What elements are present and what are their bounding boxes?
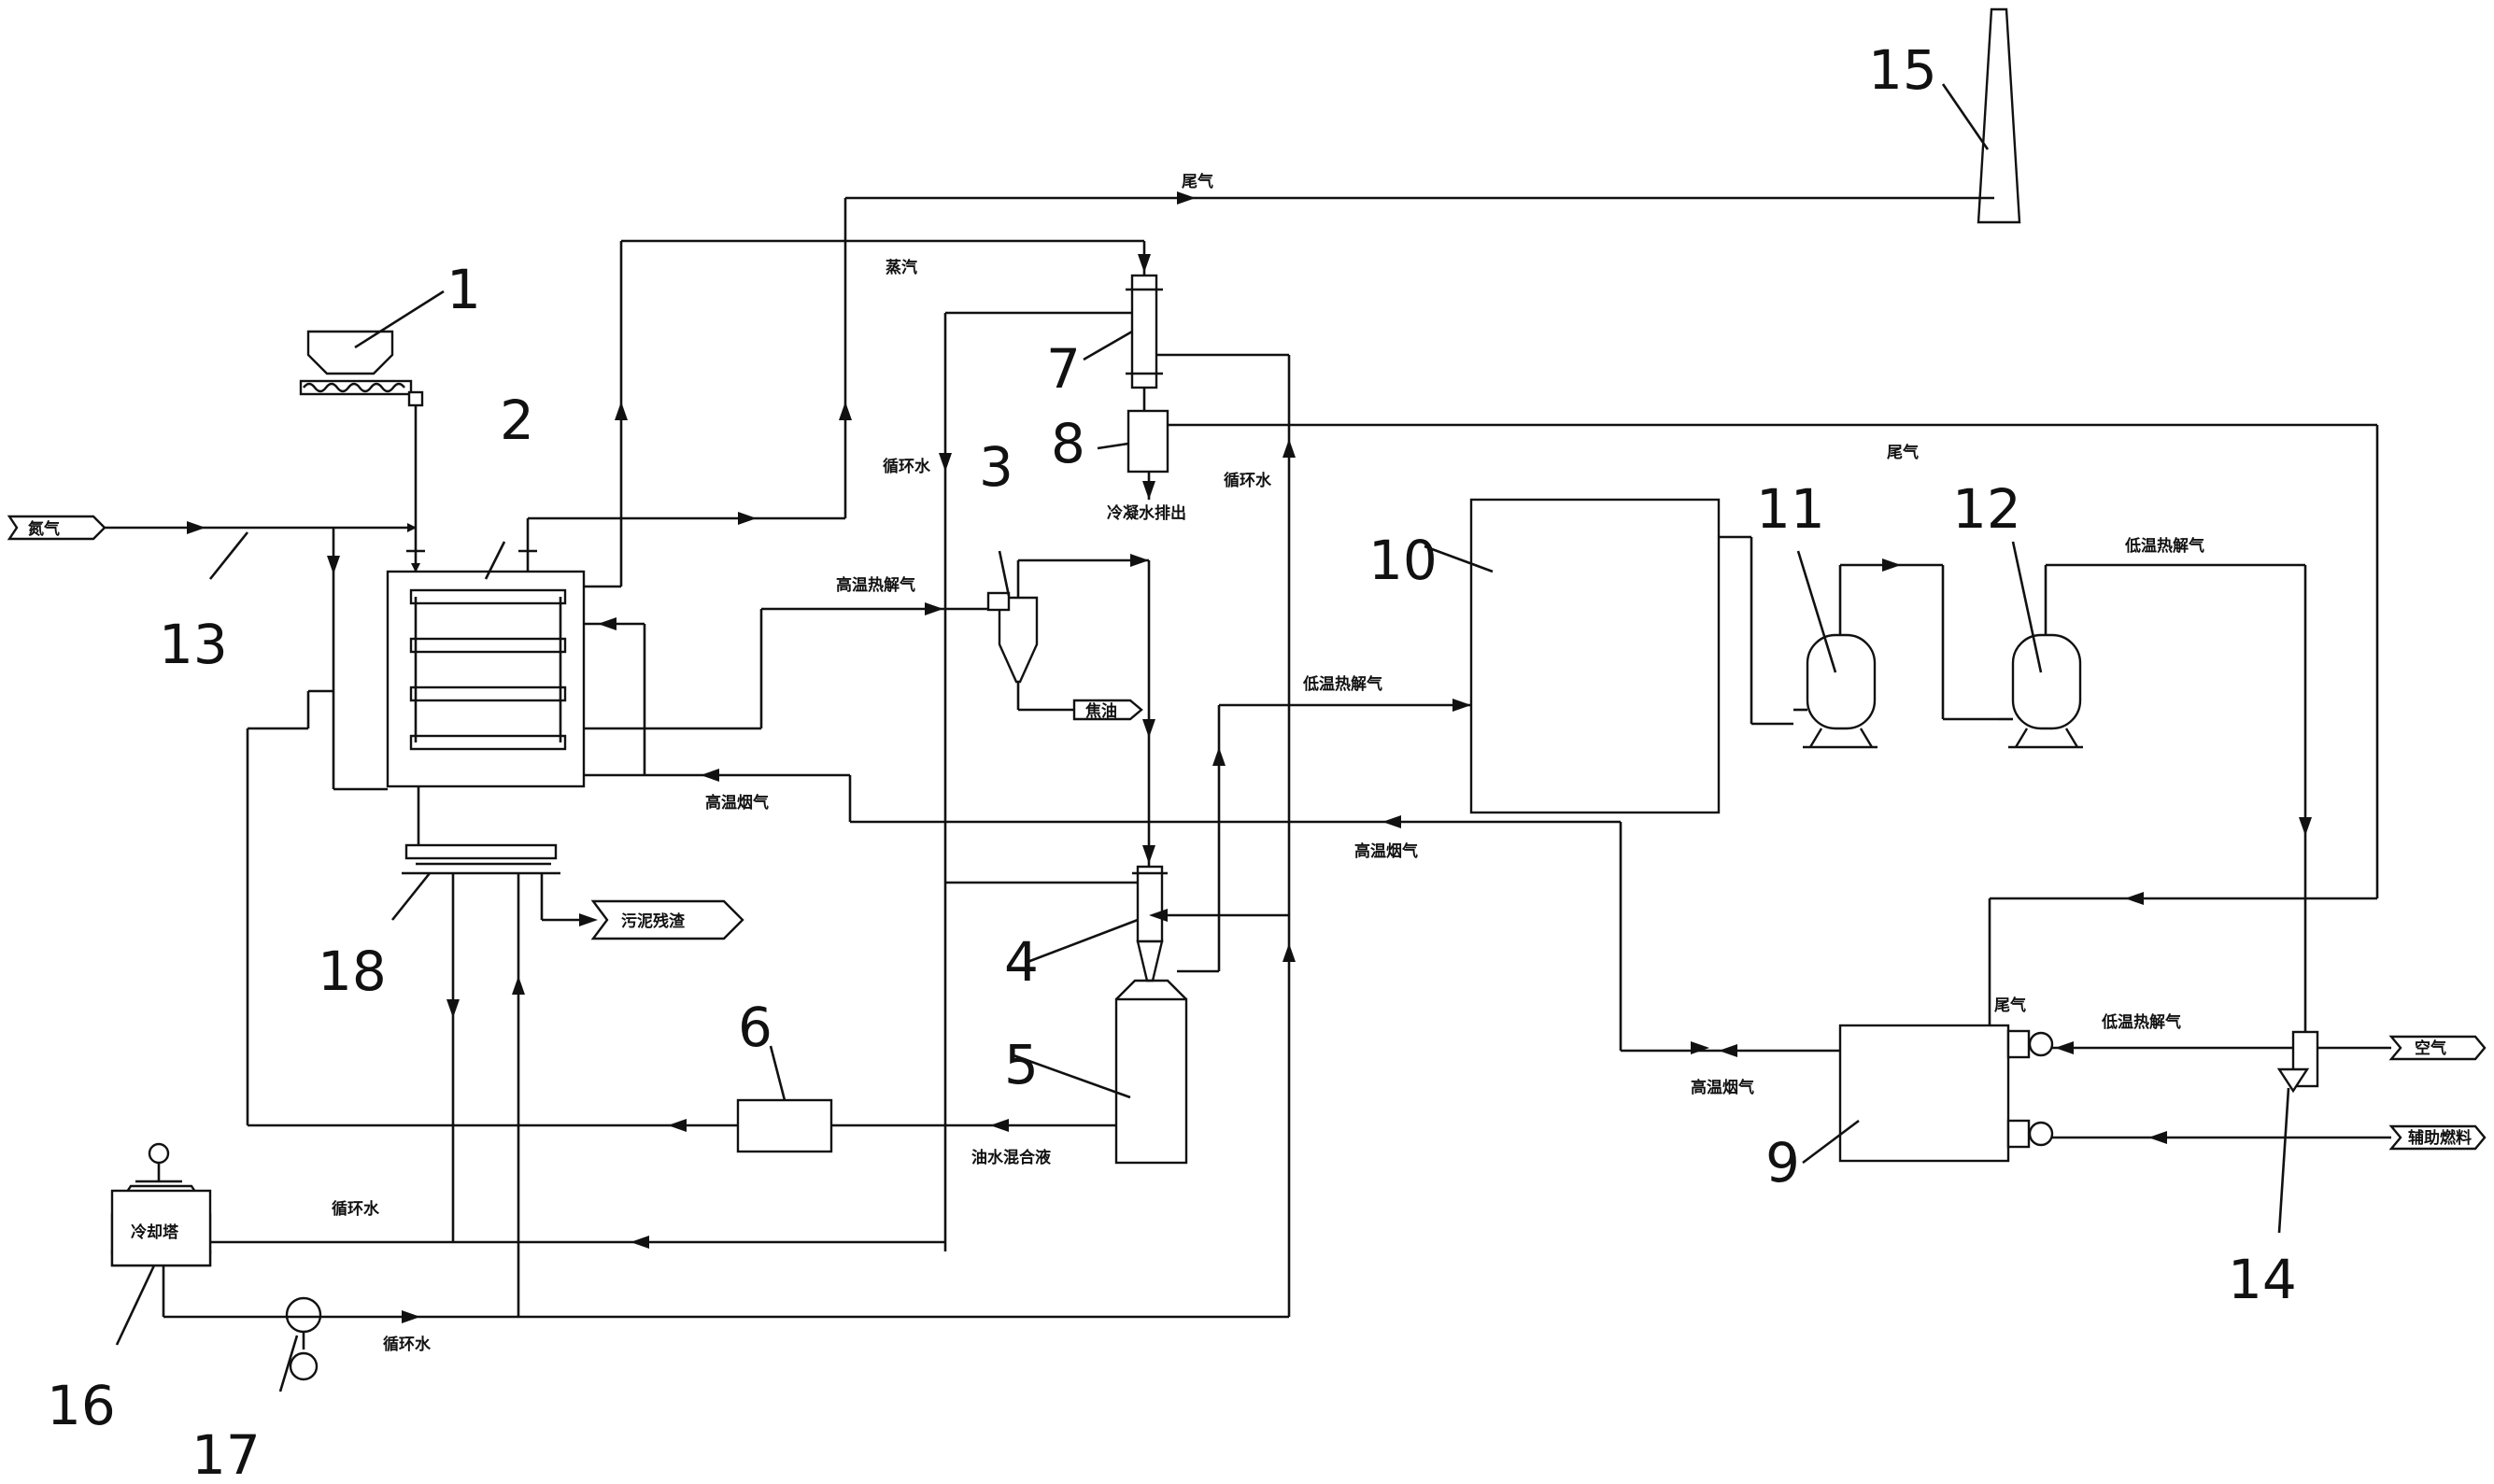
label-2: 2: [500, 389, 534, 452]
label-16: 16: [47, 1374, 116, 1437]
feed-hopper-1: [299, 290, 445, 407]
pyrolysis-reactor-2: [386, 541, 586, 788]
cyclone-separator-3: [986, 550, 1039, 710]
label-9: 9: [1765, 1131, 1800, 1194]
label-6: 6: [738, 996, 772, 1059]
label-ht-fluegas-left: 高温烟气: [705, 793, 769, 813]
cooling-tower-16: [110, 1142, 212, 1346]
label-1: 1: [446, 258, 481, 321]
label-circ-water-right: 循环水: [1224, 471, 1272, 490]
label-14: 14: [2228, 1248, 2297, 1311]
label-13: 13: [159, 613, 228, 676]
label-circ-water-left: 循环水: [883, 457, 931, 476]
label-18: 18: [318, 940, 387, 1003]
incinerator-9: [1802, 1024, 2054, 1165]
treatment-unit-6: [736, 1045, 833, 1153]
label-lt-pyrolysis-gas: 低温热解气: [1302, 674, 1382, 694]
label-15: 15: [1868, 38, 1937, 102]
label-ht-pyrolysis-gas: 高温热解气: [836, 575, 915, 595]
label-17: 17: [191, 1423, 261, 1484]
label-lt-pyrolysis-gas-9: 低温热解气: [2101, 1012, 2181, 1032]
mixer-14: [2276, 1030, 2319, 1234]
label-cooler: 冷却塔: [131, 1223, 179, 1242]
stream-labels: 氮气 尾气 蒸汽 循环水 循环水 冷凝水排出 高温热解气 焦油 低温热解气 尾气…: [28, 172, 2472, 1354]
label-10: 10: [1368, 529, 1438, 592]
label-fuel-right: 辅助燃料: [2408, 1128, 2472, 1148]
label-exhaust-top: 尾气: [1182, 172, 1213, 191]
flow-arrows: [187, 191, 2312, 1323]
label-3: 3: [979, 435, 1013, 499]
label-inlet: 氮气: [28, 519, 60, 539]
label-12: 12: [1952, 477, 2021, 541]
label-oil-water-mix: 油水混合液: [971, 1148, 1051, 1167]
label-offgas-9: 尾气: [1994, 996, 2026, 1015]
label-7: 7: [1046, 337, 1081, 401]
unit-10: [1424, 498, 1721, 814]
label-steam: 蒸汽: [886, 258, 917, 277]
condenser-7: [1083, 274, 1163, 411]
label-condensate: 冷凝水排出: [1107, 503, 1186, 523]
label-circ-water-pump: 循环水: [383, 1335, 432, 1354]
separator-8: [1097, 409, 1169, 473]
label-8: 8: [1051, 412, 1085, 475]
condenser-4: [1027, 865, 1168, 982]
equipment-numbers: 15 1 2 13 18 7 8 3 4 5 6 10 11 12 9 14 1…: [47, 38, 2297, 1484]
label-lt-pyrolysis-gas-top: 低温热解气: [2124, 536, 2204, 556]
label-ht-fluegas-right: 高温烟气: [1354, 841, 1418, 861]
label-sludge-residue: 污泥残渣: [621, 912, 686, 931]
label-out-right: 空气: [2415, 1039, 2446, 1058]
label-circ-water-bottom: 循环水: [332, 1199, 380, 1219]
oil-water-tank-5: [1013, 979, 1188, 1165]
label-11: 11: [1756, 477, 1825, 541]
label-5: 5: [1004, 1033, 1039, 1096]
label-oil-out: 焦油: [1084, 701, 1117, 721]
discharge-conveyor-18: [390, 843, 560, 921]
vessel-11: [1793, 550, 1878, 749]
vessel-12: [1999, 541, 2083, 749]
label-ht-fluegas-9: 高温烟气: [1691, 1078, 1754, 1097]
label-offgas-right: 尾气: [1887, 443, 1919, 462]
label-4: 4: [1004, 930, 1039, 994]
stream-tags: [7, 515, 2487, 1151]
chimney-15: [1941, 7, 2021, 224]
pump-17: [278, 1296, 322, 1392]
